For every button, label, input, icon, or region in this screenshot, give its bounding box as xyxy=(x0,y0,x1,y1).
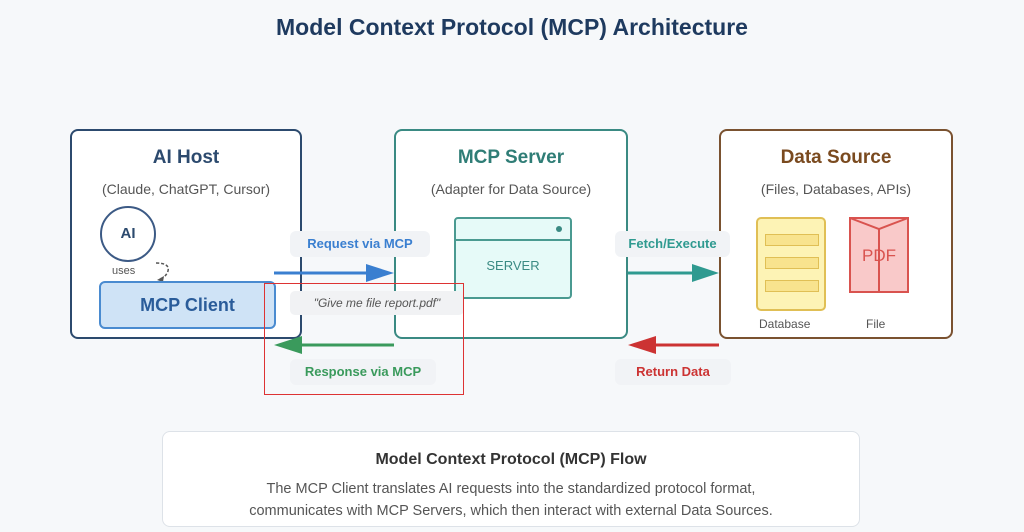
example-request-note: "Give me file report.pdf" xyxy=(290,291,464,315)
mcp-server-subtitle: (Adapter for Data Source) xyxy=(430,181,592,197)
file-label: File xyxy=(866,317,886,331)
return-arrow xyxy=(628,336,719,354)
ai-host-title: AI Host xyxy=(152,147,220,168)
fetch-arrow xyxy=(628,264,719,282)
uses-arrow-icon xyxy=(155,262,169,282)
database-icon xyxy=(756,217,826,311)
request-arrow xyxy=(274,264,394,282)
flow-description-title: Model Context Protocol (MCP) Flow xyxy=(375,451,647,468)
mcp-server-title: MCP Server xyxy=(457,147,565,168)
uses-label: uses xyxy=(112,265,136,277)
data-source-subtitle: (Files, Databases, APIs) xyxy=(760,181,912,197)
database-label: Database xyxy=(759,317,811,331)
fetch-label: Fetch/Execute xyxy=(615,231,730,257)
flow-description-panel: Model Context Protocol (MCP) Flow The MC… xyxy=(162,431,860,527)
flow-description-line-2: communicates with MCP Servers, which the… xyxy=(249,503,773,519)
highlight-box xyxy=(264,283,464,395)
server-status-dot xyxy=(556,226,562,232)
ai-host-subtitle: (Claude, ChatGPT, Cursor) xyxy=(101,181,271,197)
ai-circle-icon: AI xyxy=(100,206,156,262)
response-label: Response via MCP xyxy=(290,359,436,385)
return-label: Return Data xyxy=(615,359,731,385)
request-label: Request via MCP xyxy=(290,231,430,257)
mcp-client-box: MCP Client xyxy=(99,281,276,329)
flow-description-line-1: The MCP Client translates AI requests in… xyxy=(266,481,756,497)
pdf-text: PDF xyxy=(862,246,896,265)
ai-host-box: AI Host (Claude, ChatGPT, Cursor) AI use… xyxy=(70,129,302,339)
pdf-file-icon: PDF xyxy=(849,217,909,293)
page-title: Model Context Protocol (MCP) Architectur… xyxy=(276,14,748,40)
server-icon: SERVER xyxy=(454,217,572,299)
response-arrow xyxy=(274,336,394,354)
data-source-box: Data Source (Files, Databases, APIs) PDF… xyxy=(719,129,953,339)
data-source-title: Data Source xyxy=(780,147,892,168)
server-icon-label: SERVER xyxy=(486,258,540,273)
